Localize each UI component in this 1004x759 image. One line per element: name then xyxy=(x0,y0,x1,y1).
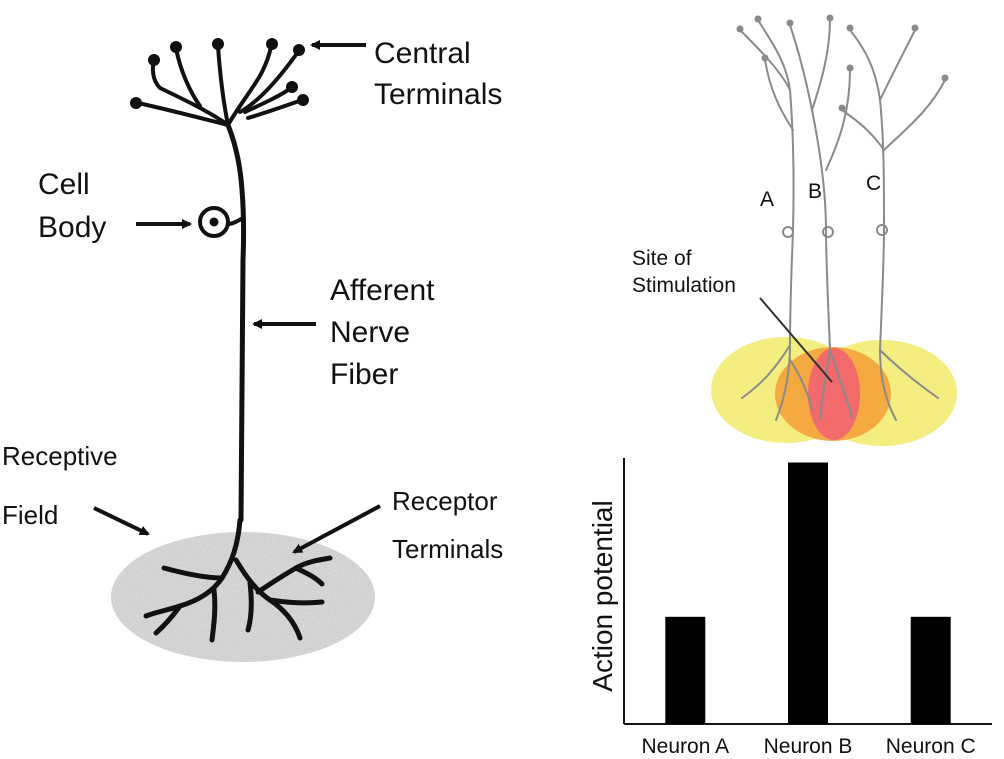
bar-neuron-b xyxy=(788,462,828,724)
cell-body-label: Cell Body xyxy=(38,168,106,244)
action-potential-bar-chart: Neuron A Neuron B Neuron C Action potentia… xyxy=(587,458,992,758)
neuron-tree-knobs xyxy=(736,14,949,112)
receptive-field-label: Receptive Field xyxy=(2,441,125,530)
neuron-letter-a: A xyxy=(760,188,774,211)
neuron-letter-c: C xyxy=(866,172,881,195)
afferent-nerve-fiber-label: Afferent Nerve Fiber xyxy=(330,274,443,391)
bar-neuron-c xyxy=(910,616,951,724)
y-axis-label: Action potential xyxy=(587,500,618,691)
neuron-trees xyxy=(739,19,946,421)
category-label-neuron-c: Neuron C xyxy=(886,735,976,758)
cell-nucleus xyxy=(209,217,219,227)
neuron-cell-loops xyxy=(782,224,888,238)
afferent-nerve-fiber xyxy=(225,122,247,523)
receptor-terminal-branches xyxy=(143,517,333,643)
category-label-neuron-b: Neuron B xyxy=(764,735,853,758)
neuron-letter-b: B xyxy=(808,180,822,203)
central-terminal-knobs xyxy=(130,38,309,109)
bar-neuron-a xyxy=(665,616,706,724)
receptive-field-speckle xyxy=(111,532,375,662)
stimulation-leader-line xyxy=(759,297,833,383)
receptive-field-arrow xyxy=(93,506,150,536)
stimulation-site-label: Site of Stimulation xyxy=(632,247,736,297)
cell-body-stalk xyxy=(227,216,244,226)
receptor-terminals-label: Receptor Terminals xyxy=(392,486,505,564)
overlapping-receptive-fields: A B C Site of Stimulation xyxy=(632,14,957,446)
category-label-neuron-a: Neuron A xyxy=(642,735,730,758)
receptor-terminals-arrow xyxy=(292,504,381,554)
central-terminals-label: Central Terminals xyxy=(374,37,502,111)
label-arrows xyxy=(93,40,381,554)
sensory-neuron: Central Terminals Cell Body Afferent Ner… xyxy=(2,37,505,662)
central-terminal-branches xyxy=(136,44,304,127)
